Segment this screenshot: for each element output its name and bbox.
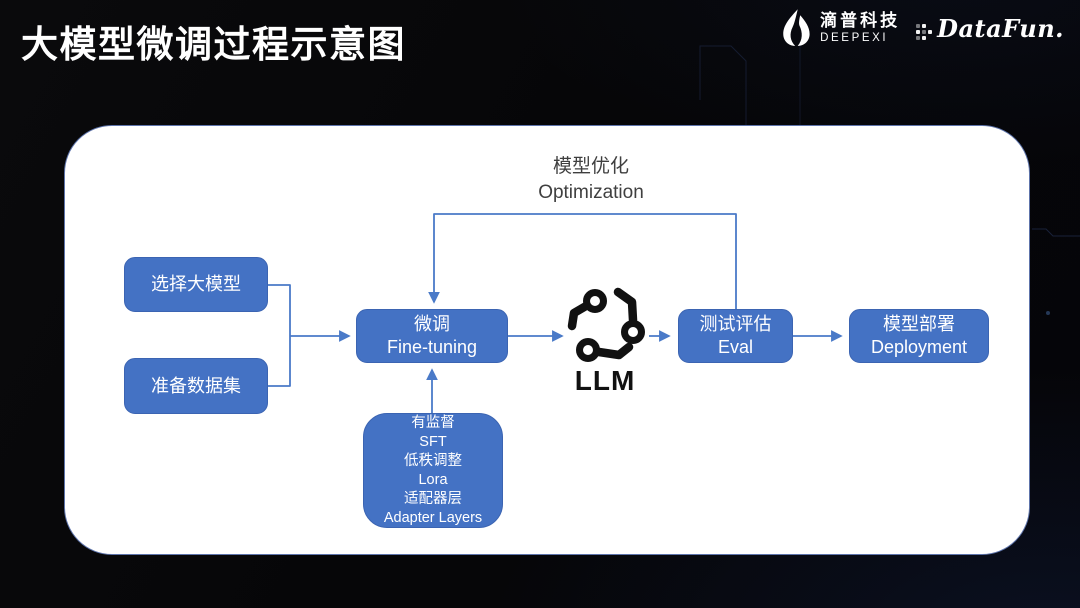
connector-layer [268, 213, 843, 413]
node-prepare-dataset-label: 准备数据集 [151, 375, 241, 396]
optimization-label: 模型优化 Optimization [486, 154, 696, 206]
method-line: Adapter Layers [383, 509, 483, 526]
node-eval-label-en: Eval [717, 337, 753, 357]
llm-label: LLM [574, 365, 636, 396]
node-deployment: 模型部署 Deployment [849, 309, 989, 363]
deepexi-name-en: DEEPEXI [820, 31, 889, 44]
node-deployment-label-en: Deployment [870, 337, 968, 357]
deepexi-drop-icon [783, 9, 810, 46]
node-eval-label-cn: 测试评估 [699, 314, 772, 334]
deepexi-name-cn: 滴普科技 [820, 11, 901, 31]
node-select-model: 选择大模型 [124, 257, 268, 312]
node-fine-tuning-label-en: Fine-tuning [386, 337, 478, 357]
llm-cycle-icon [567, 287, 645, 362]
method-line: 有监督 [411, 414, 455, 431]
node-fine-tuning-label-cn: 微调 [414, 314, 450, 334]
node-prepare-dataset: 准备数据集 [124, 358, 268, 414]
datafun-dots-icon [916, 24, 933, 40]
method-line: Lora [418, 471, 448, 488]
datafun-wordmark: DataFun. [937, 13, 1064, 43]
node-select-model-label: 选择大模型 [151, 274, 241, 294]
logo-bar: 滴普科技 DEEPEXI DataFun. [779, 7, 1064, 49]
connector-optimization-loop [428, 213, 737, 309]
diagram-card: 模型优化 Optimization 选择大模型 准备数据集 [64, 125, 1030, 555]
datafun-logo: DataFun. [916, 14, 1064, 43]
method-line: 低秩调整 [404, 452, 462, 469]
deepexi-logo: 滴普科技 DEEPEXI [779, 7, 900, 49]
node-deployment-label-cn: 模型部署 [883, 314, 955, 334]
connector-merge-bracket [268, 284, 291, 387]
optimization-label-en: Optimization [538, 182, 644, 203]
page-title: 大模型微调过程示意图 [21, 24, 406, 65]
node-eval: 测试评估 Eval [678, 309, 793, 363]
node-methods: 有监督 SFT 低秩调整 Lora 适配器层 Adapter Layers [363, 413, 503, 528]
method-line: SFT [419, 433, 447, 450]
optimization-label-cn: 模型优化 [552, 156, 629, 177]
node-fine-tuning: 微调 Fine-tuning [356, 309, 508, 363]
method-line: 适配器层 [404, 490, 462, 507]
